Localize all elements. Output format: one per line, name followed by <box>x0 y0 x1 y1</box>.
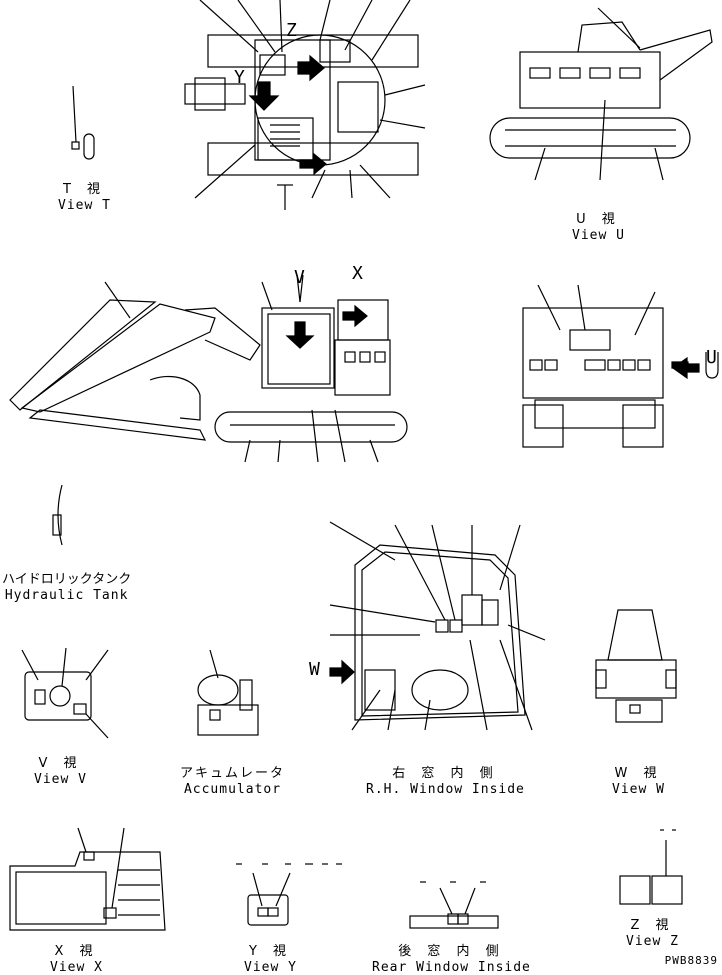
hydraulic-tank-drawing <box>52 484 63 546</box>
machine-top-view <box>184 0 426 210</box>
callout-y-letter: Y <box>234 67 246 88</box>
view-x-drawing <box>9 827 166 931</box>
view-w-label: W 視 View W <box>612 766 665 797</box>
rear-window-drawing <box>409 881 499 929</box>
rear-window-label: 後 窓 内 側 Rear Window Inside <box>372 944 531 975</box>
accumulator-label: アキュムレータ Accumulator <box>180 766 286 797</box>
view-w-seat-drawing <box>595 609 677 723</box>
view-z-drawing <box>619 829 683 905</box>
view-v-label: V 視 View V <box>34 756 87 787</box>
hydraulic-tank-label: ハイドロリックタンク Hydraulic Tank <box>2 572 132 603</box>
view-x-label: X 視 View X <box>50 944 103 975</box>
view-y-drawing <box>236 863 342 926</box>
accumulator-drawing <box>197 649 259 736</box>
view-u-label: U 視 View U <box>572 212 625 243</box>
view-t-label: T 視 View T <box>58 182 111 213</box>
machine-side-view <box>9 274 408 463</box>
view-u-drawing <box>489 7 713 181</box>
part-number: PWB8839 <box>664 954 718 967</box>
callout-x-letter: X <box>352 263 364 284</box>
rear-view-drawing <box>522 284 719 448</box>
view-z-label: Z 視 View Z <box>626 918 679 949</box>
view-y-label: Y 視 View Y <box>244 944 297 975</box>
rh-window-label: 右 窓 内 側 R.H. Window Inside <box>366 766 525 797</box>
callout-w-letter: W <box>309 659 321 680</box>
callout-z-letter: Z <box>286 20 298 41</box>
rh-window-cab-drawing <box>329 521 546 731</box>
callout-v-letter: V <box>294 267 306 288</box>
callout-u-letter: U <box>706 347 718 368</box>
view-v-drawing <box>21 647 109 739</box>
view-t-marker <box>71 85 95 160</box>
